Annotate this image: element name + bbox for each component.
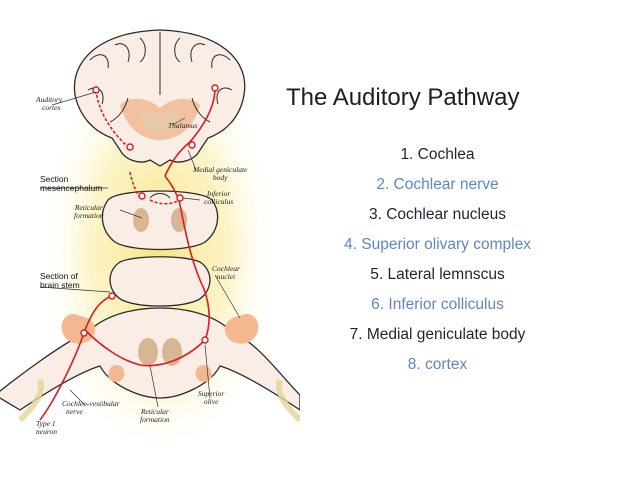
auditory-pathway-drawing [0,29,300,460]
step-item: 6. Inferior colliculus [371,296,504,313]
pathway-nodes [80,84,219,344]
label-line: colliculus [204,197,234,206]
label-line: Thalamus [168,121,198,130]
label-line: Reticular [140,407,169,416]
step-item: 8. cortex [407,356,468,373]
label-type-1-neuron: Type 1 neuron [36,420,57,436]
label-cochlear-nuclei: Cochlear nuclei [212,265,240,281]
label-reticular-formation-top: Reticular formation [74,204,104,220]
label-medial-geniculate-body: Medial geniculate body [193,166,247,182]
label-line: formation [74,211,104,220]
label-line: nerve [66,407,83,416]
label-line: Reticular [74,203,103,212]
label-line: olive [203,397,219,406]
step-item: 5. Lateral lemnscus [370,266,505,283]
label-inferior-colliculus: Inferior colliculus [204,190,233,206]
step-item: 2. Cochlear nerve [376,176,499,193]
label-line: Cochlear [212,264,240,273]
step-item: 1. Cochlea [400,146,475,163]
step-item: 7. Medial geniculate body [349,326,526,343]
label-line: Cochleo-vestibular [62,399,120,408]
label-line: Section [40,174,69,184]
label-line: formation [140,415,170,424]
label-line: mesencephalum [40,183,103,193]
label-section-brain-stem: Section of brain stem [40,272,80,290]
label-line: Inferior [206,189,231,198]
leader-lines [39,91,241,408]
label-line: Section of [40,271,78,281]
label-line: cortex [42,103,61,112]
label-reticular-formation-bottom: Reticular formation [140,408,170,424]
step-item: 3. Cochlear nucleus [369,206,506,223]
mesencephalon-section [101,190,219,251]
pons-section [109,256,211,307]
label-line: brain stem [40,280,80,290]
label-cochleo-vestibular-nerve: Cochleo-vestibular nerve [62,400,120,416]
label-line: body [212,173,228,182]
label-line: Medial geniculate [193,165,248,174]
brain-coronal-section [73,29,246,167]
auditory-pathway-illustration: Auditory cortex Thalamus Medial genicula… [0,0,300,479]
label-superior-olive: Superior olive [198,390,224,406]
label-line: Type 1 [36,419,56,428]
label-auditory-cortex: Auditory cortex [36,96,62,112]
label-line: nuclei [216,272,236,281]
step-item: 4. Superior olivary complex [344,236,531,253]
pathway-steps-list: 1. Cochlea 2. Cochlear nerve 3. Cochlear… [290,143,585,383]
label-line: neuron [36,427,57,436]
label-section-mesencephalum: Section mesencephalum [40,175,102,193]
label-line: Superior [198,389,225,398]
label-line: Auditory [36,95,63,104]
label-thalamus: Thalamus [168,122,198,130]
slide-title: The Auditory Pathway [286,84,520,111]
